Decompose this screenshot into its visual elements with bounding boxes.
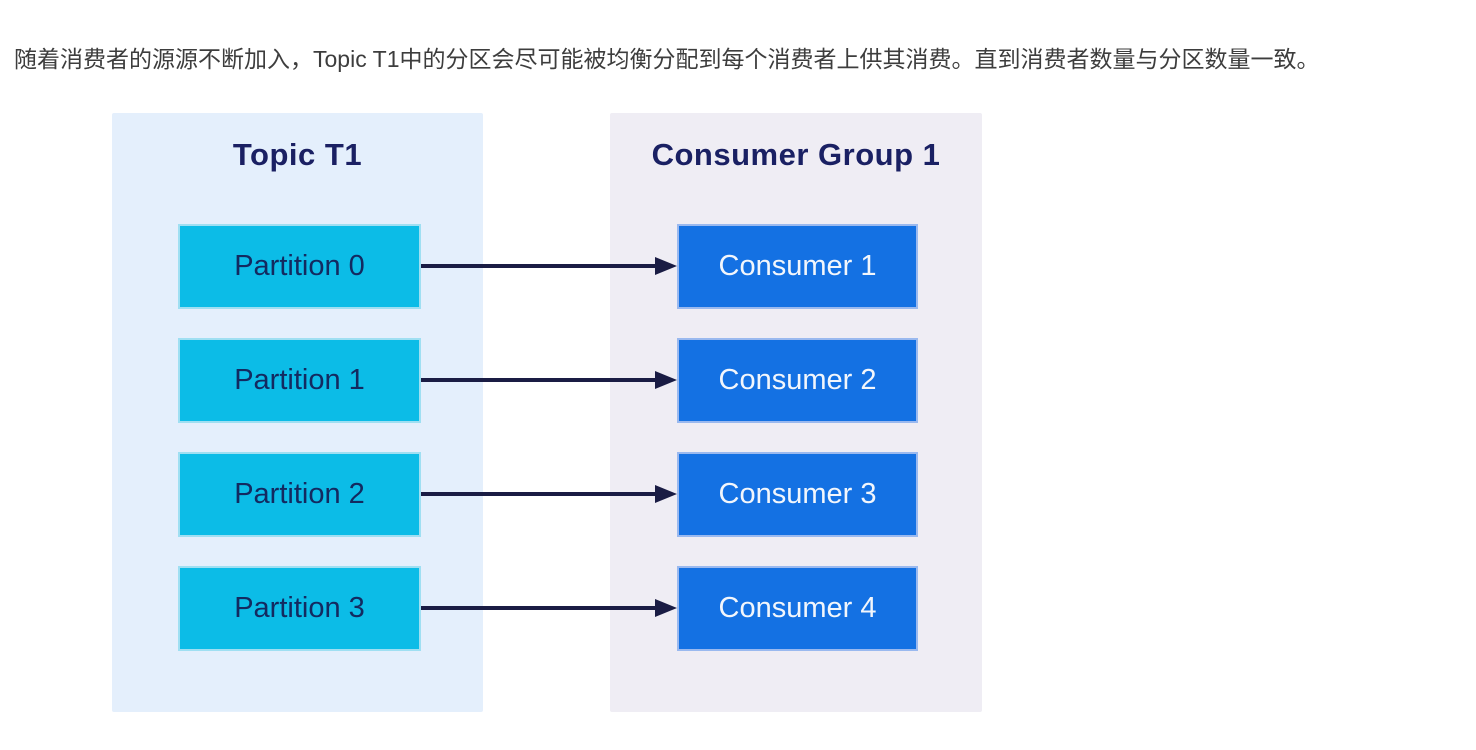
consumer-4-box: Consumer 4 xyxy=(677,566,918,651)
arrow-partition0-to-consumer1 xyxy=(421,256,677,276)
consumer-1-box: Consumer 1 xyxy=(677,224,918,309)
arrow-line xyxy=(421,264,655,268)
consumer-group-panel-title: Consumer Group 1 xyxy=(651,137,941,172)
arrowhead-icon xyxy=(655,485,677,503)
arrow-partition3-to-consumer4 xyxy=(421,598,677,618)
partition-3-box: Partition 3 xyxy=(178,566,421,651)
arrowhead-icon xyxy=(655,371,677,389)
partition-2-box: Partition 2 xyxy=(178,452,421,537)
arrowhead-icon xyxy=(655,599,677,617)
intro-paragraph: 随着消费者的源源不断加入，Topic T1中的分区会尽可能被均衡分配到每个消费者… xyxy=(14,46,1320,72)
consumer-2-box: Consumer 2 xyxy=(677,338,918,423)
arrow-line xyxy=(421,378,655,382)
arrowhead-icon xyxy=(655,257,677,275)
partition-0-box: Partition 0 xyxy=(178,224,421,309)
arrow-line xyxy=(421,492,655,496)
consumer-3-box: Consumer 3 xyxy=(677,452,918,537)
partition-1-box: Partition 1 xyxy=(178,338,421,423)
arrow-partition2-to-consumer3 xyxy=(421,484,677,504)
arrow-line xyxy=(421,606,655,610)
topic-panel-title: Topic T1 xyxy=(232,137,363,172)
arrow-partition1-to-consumer2 xyxy=(421,370,677,390)
